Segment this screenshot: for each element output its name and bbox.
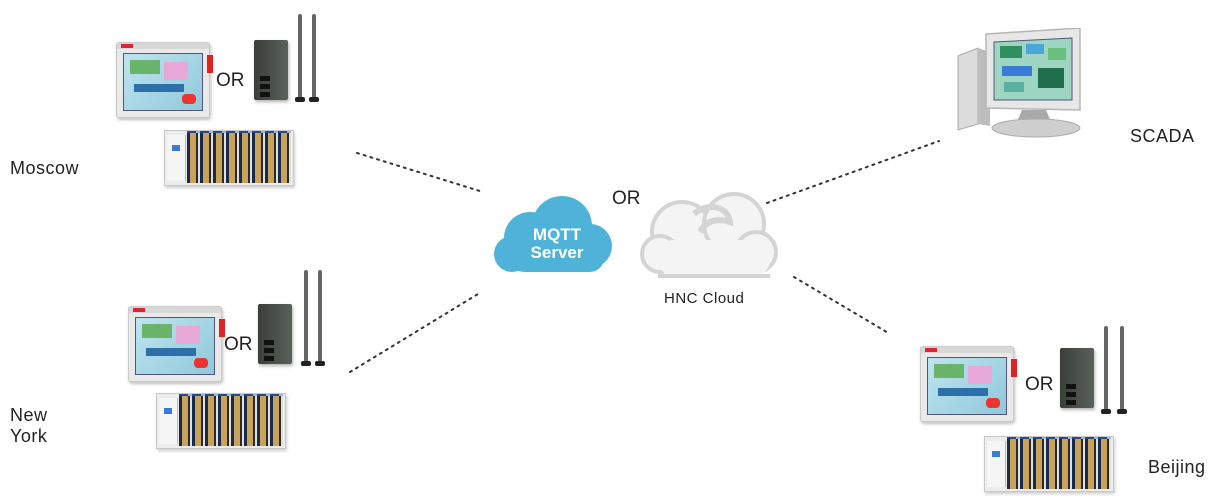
or-label-cloud: OR <box>612 188 641 209</box>
connector-beijing <box>793 276 891 335</box>
mqtt-label-line1: MQTT <box>532 225 582 244</box>
connector-scada <box>766 140 940 204</box>
antenna-icon <box>309 14 319 102</box>
hmi-panel-icon <box>128 306 225 382</box>
site-label-moscow: Moscow <box>10 158 80 178</box>
antenna-icon <box>315 270 325 366</box>
plc-rack-icon <box>164 130 294 186</box>
4g-gateway-icon <box>254 40 288 100</box>
mqtt-label-line2: Server <box>530 243 584 262</box>
scada-pc-icon <box>957 27 1081 138</box>
connector-new-york <box>349 293 479 373</box>
or-label-beijing: OR <box>1025 374 1054 395</box>
hnc-cloud-icon <box>640 192 778 278</box>
site-label-new-york: New York <box>10 405 48 446</box>
antenna-icon <box>295 14 305 102</box>
mqtt-cloud-icon <box>494 196 612 272</box>
hmi-panel-icon <box>116 42 213 118</box>
antenna-icon <box>301 270 311 366</box>
or-label-new-york: OR <box>224 334 253 355</box>
plc-rack-icon <box>984 436 1114 492</box>
4g-gateway-icon <box>258 304 292 364</box>
connector-moscow <box>356 152 484 193</box>
plc-rack-icon <box>156 393 286 449</box>
4g-gateway-icon <box>1060 348 1094 408</box>
hnc-cloud-label: HNC Cloud <box>664 290 745 307</box>
antenna-icon <box>1117 326 1127 414</box>
antenna-icon <box>1101 326 1111 414</box>
site-label-beijing: Beijing <box>1148 457 1206 477</box>
scada-label: SCADA <box>1130 126 1195 146</box>
scada-site: SCADA <box>956 27 1194 146</box>
mqtt-server-label: MQTT Server <box>512 226 602 262</box>
hmi-panel-icon <box>920 346 1017 422</box>
or-label-moscow: OR <box>216 70 245 91</box>
